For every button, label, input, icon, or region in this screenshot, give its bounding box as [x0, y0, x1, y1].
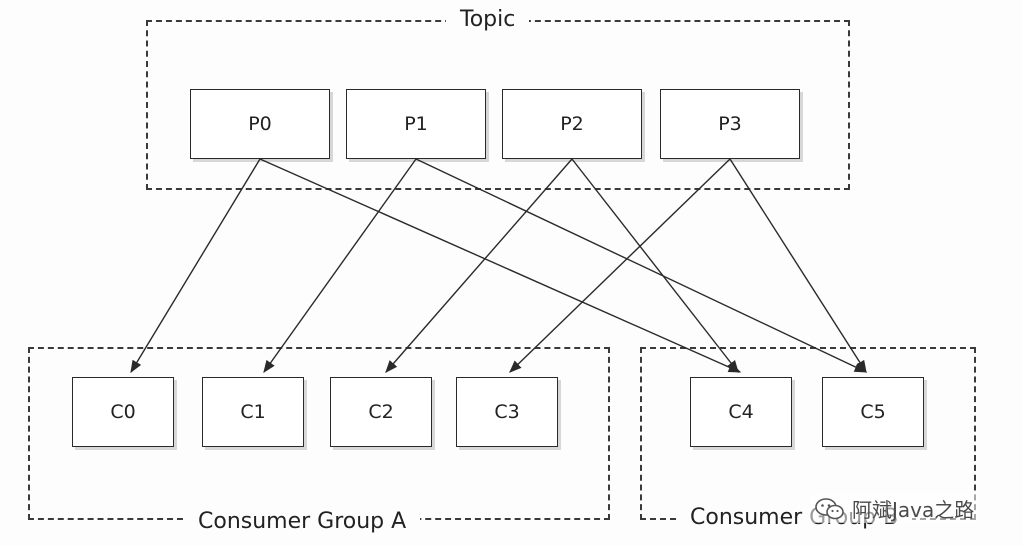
- consumer-c2: C2: [330, 377, 432, 447]
- arrow-p1-c5: [415, 158, 868, 373]
- arrow-p2-c4: [571, 158, 739, 373]
- consumer-group-a-label: Consumer Group A: [184, 509, 421, 535]
- partition-p0: P0: [190, 89, 330, 159]
- partition-p3: P3: [660, 89, 800, 159]
- consumer-c3: C3: [456, 377, 558, 447]
- arrow-p0-c0: [130, 158, 261, 374]
- watermark-text: 阿斌Java之路: [852, 498, 975, 522]
- arrow-p0-c4: [259, 158, 742, 373]
- arrow-p3-c3: [509, 158, 731, 373]
- watermark: 阿斌Java之路: [810, 494, 979, 523]
- consumer-c4: C4: [690, 377, 792, 447]
- partition-p1: P1: [346, 89, 486, 159]
- partition-p2: P2: [502, 89, 642, 159]
- wechat-icon: [814, 496, 846, 522]
- consumer-c0: C0: [72, 377, 174, 447]
- consumer-c5: C5: [822, 377, 924, 447]
- topic-label: Topic: [446, 7, 530, 33]
- arrow-p3-c5: [729, 158, 867, 374]
- arrow-p2-c2: [385, 158, 573, 373]
- consumer-c1: C1: [202, 377, 304, 447]
- arrow-p1-c1: [263, 158, 417, 374]
